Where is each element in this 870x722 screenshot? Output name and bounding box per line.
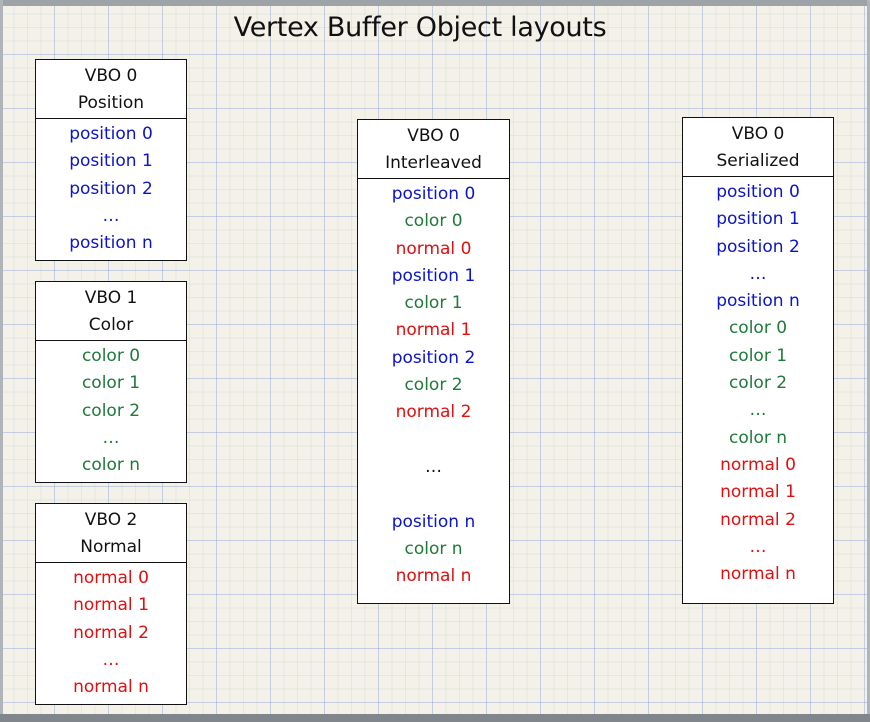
vbo-position-header: VBO 0 Position	[36, 60, 186, 119]
buffer-entry: color 0	[81, 346, 141, 366]
buffer-entry: normal 1	[73, 595, 149, 616]
header-line-2: Normal	[80, 537, 142, 557]
buffer-entry: position 2	[69, 178, 153, 199]
buffer-entry: color n	[728, 427, 788, 448]
header-line-1: VBO 0	[84, 66, 138, 86]
frame-left	[0, 0, 3, 722]
header-line-1: VBO 0	[407, 126, 460, 146]
header-line-1: VBO 0	[731, 124, 785, 144]
buffer-entry: normal 0	[720, 454, 796, 475]
vbo-position-items: position 0 position 1 position 2 … position …	[36, 119, 186, 257]
buffer-entry: normal n	[395, 566, 472, 587]
buffer-entry: normal 0	[73, 568, 149, 588]
buffer-entry: position 2	[716, 236, 800, 257]
buffer-entry	[358, 481, 509, 508]
buffer-entry: …	[102, 649, 120, 670]
buffer-entry: normal 1	[395, 320, 472, 341]
frame-top	[0, 0, 870, 6]
buffer-entry: color n	[404, 538, 463, 559]
vbo-color-items: color 0 color 1 color 2 … color n	[36, 341, 186, 479]
buffer-entry: color 2	[404, 375, 463, 396]
buffer-entry: position n	[716, 291, 800, 312]
buffer-entry: position n	[69, 233, 153, 254]
diagram-title: Vertex Buffer Object layouts	[233, 12, 607, 43]
buffer-entry: normal 1	[720, 482, 796, 503]
buffer-entry: …	[749, 536, 767, 557]
header-line-2: Serialized	[716, 151, 800, 171]
buffer-entry: …	[102, 205, 120, 226]
buffer-entry: normal 2	[395, 402, 472, 423]
buffer-entry: position 0	[716, 182, 800, 202]
buffer-entry: position n	[391, 511, 476, 532]
buffer-entry: color 1	[404, 293, 463, 314]
vbo-color-header: VBO 1 Color	[36, 282, 186, 341]
header-line-2: Position	[77, 93, 145, 113]
header-line-1: VBO 2	[84, 510, 138, 530]
header-line-1: VBO 1	[84, 288, 138, 308]
buffer-entry: normal 2	[720, 509, 796, 530]
buffer-entry: …	[425, 456, 442, 477]
buffer-entry: normal n	[73, 677, 149, 698]
buffer-entry: color 2	[81, 400, 141, 421]
buffer-entry: color 1	[728, 345, 788, 366]
buffer-entry	[358, 427, 509, 454]
buffer-entry: …	[102, 427, 120, 448]
buffer-entry: color n	[81, 455, 141, 476]
vbo-serialized-items: position 0 position 1 position 2 … position …	[683, 177, 833, 588]
vbo-interleaved-box: VBO 0 Interleaved position 0 color 0 norma…	[357, 119, 510, 604]
buffer-entry: color 0	[728, 318, 788, 339]
vbo-normal-items: normal 0 normal 1 normal 2 … normal n	[36, 563, 186, 701]
buffer-entry: …	[749, 400, 767, 421]
vbo-normal-header: VBO 2 Normal	[36, 504, 186, 563]
buffer-entry: normal 2	[73, 622, 149, 643]
buffer-entry: color 2	[728, 373, 788, 394]
buffer-entry: normal n	[720, 564, 796, 585]
buffer-entry: position 2	[391, 347, 476, 368]
header-line-2: Color	[88, 315, 134, 335]
buffer-entry: position 1	[716, 209, 800, 230]
buffer-entry: color 1	[81, 373, 141, 394]
buffer-entry: …	[749, 263, 767, 284]
vbo-serialized-header: VBO 0 Serialized	[683, 118, 833, 177]
header-line-2: Interleaved	[385, 153, 482, 173]
buffer-entry: normal 0	[395, 238, 472, 259]
frame-right	[867, 0, 870, 722]
buffer-entry: color 0	[404, 211, 463, 232]
vbo-interleaved-items: position 0 color 0 normal 0 position 1 color…	[358, 179, 509, 590]
vbo-interleaved-header: VBO 0 Interleaved	[358, 120, 509, 179]
buffer-entry: position 1	[69, 151, 153, 172]
buffer-entry: position 0	[391, 184, 476, 204]
buffer-entry: position 0	[69, 124, 153, 144]
frame-bottom	[0, 714, 870, 722]
buffer-entry: position 1	[391, 265, 476, 286]
